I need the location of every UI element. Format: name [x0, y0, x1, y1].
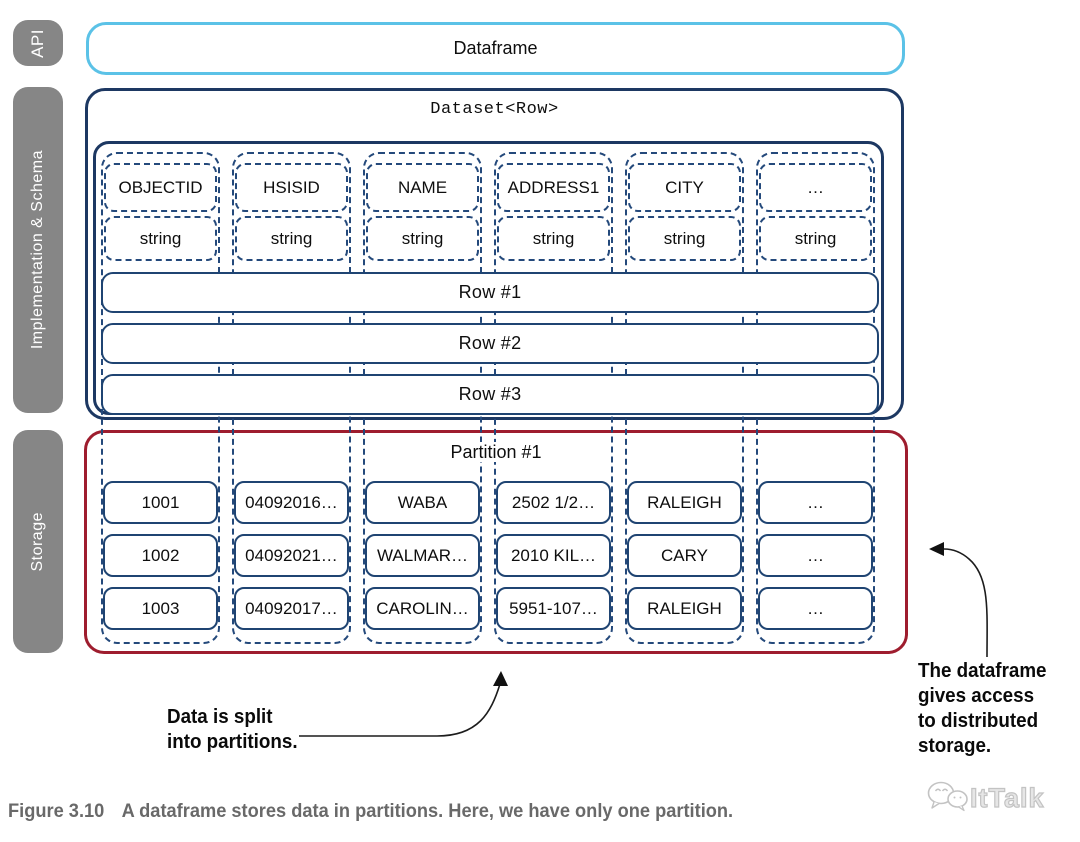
column-type-text: string [663, 228, 706, 248]
data-cell: 1003 [103, 587, 218, 630]
chat-bubbles-icon [927, 781, 968, 812]
column-type-text: string [139, 228, 182, 248]
layer-label-storage: Storage [13, 430, 63, 653]
column-header: … [759, 163, 872, 212]
column-hsisid: HSISID string 04092016… 04092021… 040920… [232, 152, 351, 644]
column-type: string [628, 216, 741, 261]
figure-caption-text: A dataframe stores data in partitions. H… [121, 801, 734, 822]
column-header-text: OBJECTID [118, 177, 203, 197]
column-type-text: string [794, 228, 837, 248]
column-type: string [366, 216, 479, 261]
arrow-to-partition [299, 683, 501, 737]
data-cell: WABA [365, 481, 480, 524]
column-type: string [759, 216, 872, 261]
annotation-distributed-storage: The dataframe gives access to distribute… [918, 660, 1047, 757]
watermark: ItTalk [926, 779, 1045, 814]
partition-box [84, 430, 908, 654]
data-cell: 04092017… [234, 587, 349, 630]
column-type-text: string [270, 228, 313, 248]
column-header: ADDRESS1 [497, 163, 610, 212]
figure-caption: Figure 3.10 A dataframe stores data in pa… [8, 801, 733, 823]
column-type: string [497, 216, 610, 261]
column-header: NAME [366, 163, 479, 212]
layer-label-api-text: API [28, 28, 47, 58]
layer-label-implementation-schema-text: Implementation & Schema [29, 150, 46, 350]
dataset-row-label: Dataset<Row> [430, 100, 559, 119]
column-header-text: CITY [665, 177, 704, 197]
data-cell: … [758, 481, 873, 524]
column-type: string [235, 216, 348, 261]
column-objectid: OBJECTID string 1001 1002 1003 [101, 152, 220, 644]
data-cell: CAROLIN… [365, 587, 480, 630]
dataframe-box: Dataframe [86, 22, 905, 75]
data-cell: 1002 [103, 534, 218, 577]
layer-label-storage-text: Storage [29, 511, 46, 572]
column-type: string [104, 216, 217, 261]
column-more: … string … … … [756, 152, 875, 644]
data-cell: 04092021… [234, 534, 349, 577]
row-1: Row #1 [101, 272, 879, 313]
arrow-to-storage-box [943, 548, 988, 658]
data-cell: 5951-107… [496, 587, 611, 630]
data-cell: … [758, 534, 873, 577]
column-header-text: HSISID [263, 177, 320, 197]
layer-label-api: API [13, 20, 63, 66]
data-cell: 1001 [103, 481, 218, 524]
data-cell: WALMAR… [365, 534, 480, 577]
partition-label: Partition #1 [84, 442, 908, 463]
arrowhead-up-icon [493, 671, 508, 686]
column-header: CITY [628, 163, 741, 212]
column-header-text: … [807, 177, 824, 197]
data-cell: 04092016… [234, 481, 349, 524]
arrowhead-left-icon [929, 542, 944, 556]
data-cell: RALEIGH [627, 481, 742, 524]
layer-label-implementation-schema: Implementation & Schema [13, 87, 63, 413]
column-header: HSISID [235, 163, 348, 212]
figure-number: Figure 3.10 [8, 801, 105, 822]
column-header-text: NAME [397, 177, 448, 197]
data-cell: RALEIGH [627, 587, 742, 630]
row-2: Row #2 [101, 323, 879, 364]
column-header: OBJECTID [104, 163, 217, 212]
column-type-text: string [532, 228, 575, 248]
data-cell: 2010 KIL… [496, 534, 611, 577]
data-cell: CARY [627, 534, 742, 577]
dataframe-label: Dataframe [453, 38, 538, 58]
row-3: Row #3 [101, 374, 879, 415]
watermark-text: ItTalk [969, 782, 1045, 813]
annotation-partitions: Data is split into partitions. [167, 706, 298, 753]
column-header-text: ADDRESS1 [507, 177, 600, 197]
data-cell: … [758, 587, 873, 630]
column-type-text: string [401, 228, 444, 248]
data-cell: 2502 1/2… [496, 481, 611, 524]
